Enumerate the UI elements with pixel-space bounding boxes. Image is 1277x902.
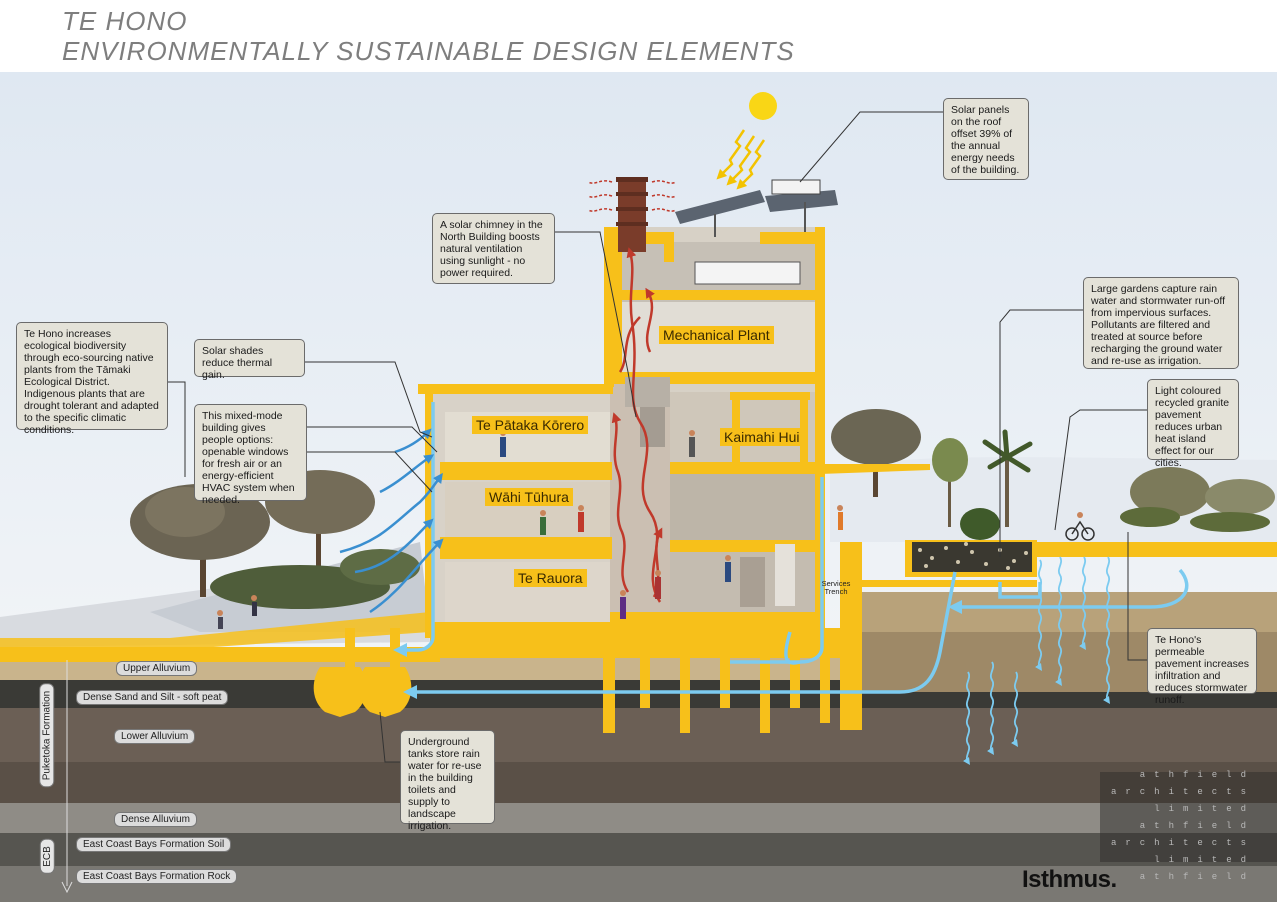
room-label-te-pataka-korero: Te Pātaka Kōrero <box>472 416 589 434</box>
callout-biodiversity: Te Hono increases ecological biodiversit… <box>16 322 168 436</box>
callout-mixed-mode: This mixed-mode building gives people op… <box>194 404 307 506</box>
layer-label-dense-alluvium: Dense Alluvium <box>114 812 197 827</box>
fresh-air-arrows <box>339 428 444 614</box>
layer-label-ecb-soil: East Coast Bays Formation Soil <box>76 837 232 852</box>
palm-tree <box>982 429 1033 527</box>
solar-chimney <box>587 177 677 252</box>
watermark-line-6: limited <box>1154 855 1255 865</box>
ecb-label: ECB <box>39 839 55 874</box>
watermark-line-4: athfield <box>1139 821 1255 831</box>
tree-right-1 <box>831 409 921 497</box>
callout-underground-tanks: Underground tanks store rain water for r… <box>400 730 495 832</box>
watermark-line-7: athfield <box>1139 872 1255 882</box>
ground-strata <box>0 592 1277 902</box>
building-section-diagram <box>0 72 1277 902</box>
room-label-te-rauora: Te Rauora <box>514 569 587 587</box>
leader-lines <box>168 111 1147 763</box>
callout-large-gardens: Large gardens capture rain water and sto… <box>1083 277 1239 369</box>
rainwater-tank-right <box>358 667 412 717</box>
watermark-line-5: architects <box>1110 838 1255 848</box>
callout-solar-chimney: A solar chimney in the North Building bo… <box>432 213 555 284</box>
puketoka-formation-label: Puketoka Formation <box>39 683 55 788</box>
page-subtitle: ENVIRONMENTALLY SUSTAINABLE DESIGN ELEME… <box>62 36 795 66</box>
layer-label-upper-alluvium: Upper Alluvium <box>116 661 198 676</box>
services-trench-label: Services Trench <box>821 579 851 596</box>
layer-label-ecb-rock: East Coast Bays Formation Rock <box>76 869 238 884</box>
watermark-line-1: athfield <box>1139 770 1255 780</box>
callout-solar-shades: Solar shades reduce thermal gain. <box>194 339 305 381</box>
room-label-mechanical-plant: Mechanical Plant <box>659 326 774 344</box>
layer-label-dense-sand-silt: Dense Sand and Silt - soft peat <box>76 690 229 705</box>
page-title: TE HONO <box>62 6 188 36</box>
sun-rays <box>716 129 766 190</box>
landscape-left <box>0 470 440 662</box>
groundwater-infiltration <box>963 556 1111 765</box>
room-label-wahi-tuhura: Wāhi Tūhura <box>485 488 573 506</box>
watermark-line-3: limited <box>1154 804 1255 814</box>
isthmus-logo: Isthmus. <box>1022 866 1117 893</box>
watermark-line-2: architects <box>1110 787 1255 797</box>
tree-right-2 <box>932 438 968 527</box>
formation-range-arrow <box>61 660 73 894</box>
sun <box>749 92 777 120</box>
callout-permeable-pavement: Te Hono's permeable pavement increases i… <box>1147 628 1257 706</box>
callout-solar-panels: Solar panels on the roof offset 39% of t… <box>943 98 1029 180</box>
tree-left-1 <box>130 484 270 597</box>
layer-label-lower-alluvium: Lower Alluvium <box>114 729 196 744</box>
roof-plant-box <box>694 261 801 285</box>
callout-granite-pavement: Light coloured recycled granite pavement… <box>1147 379 1239 469</box>
cyclist <box>1065 527 1079 541</box>
solar-panels <box>675 179 838 237</box>
rain-garden-gravel <box>912 542 1032 572</box>
ventilation-arrows <box>611 247 663 603</box>
rainwater-tank-left <box>313 667 367 717</box>
people <box>217 430 843 629</box>
room-label-kaimahi-hui: Kaimahi Hui <box>720 428 804 446</box>
landscape-right <box>820 409 1277 587</box>
shrub-right-1 <box>1130 467 1210 517</box>
